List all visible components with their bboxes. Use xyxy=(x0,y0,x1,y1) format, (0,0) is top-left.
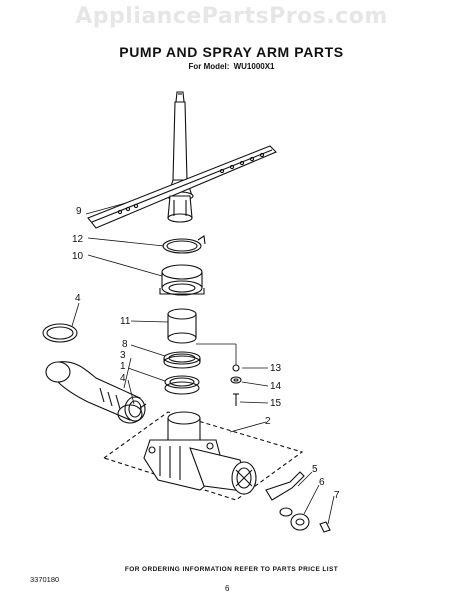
mounting-hardware xyxy=(230,364,242,406)
model-line: For Model: WU1000X1 xyxy=(0,62,463,71)
page-number: 6 xyxy=(225,584,230,593)
model-number: WU1000X1 xyxy=(233,62,275,71)
callout-label: 4 xyxy=(75,293,81,304)
motor-bracket xyxy=(265,471,305,501)
fitting xyxy=(279,507,331,533)
gasket-ring xyxy=(163,351,201,369)
model-prefix: For Model: xyxy=(188,62,230,71)
leader-lines xyxy=(71,202,335,525)
callout-label: 6 xyxy=(319,477,325,488)
ordering-note: FOR ORDERING INFORMATION REFER TO PARTS … xyxy=(124,566,339,573)
callout-label: 11 xyxy=(120,316,131,327)
callout-label: 5 xyxy=(312,464,318,475)
hose-clamp xyxy=(117,403,147,424)
callout-label: 1 xyxy=(120,361,126,372)
watermark: AppliancePartsPros.com xyxy=(75,4,388,29)
callout-labels: 9 12 10 4 11 8 3 1 4 13 14 15 2 5 6 7 xyxy=(72,206,340,501)
spray-arm-hub xyxy=(159,264,205,296)
callout-label: 14 xyxy=(270,381,282,392)
spray-arm-assembly xyxy=(87,91,277,229)
drain-hose xyxy=(45,361,146,422)
pump-motor-assembly xyxy=(102,411,304,501)
o-ring xyxy=(164,375,200,395)
callout-label: 8 xyxy=(122,339,128,350)
page-title: PUMP AND SPRAY ARM PARTS xyxy=(119,44,344,60)
callout-label: 13 xyxy=(270,363,282,374)
callout-label: 2 xyxy=(265,416,271,427)
callout-label: 12 xyxy=(72,234,84,245)
callout-label: 7 xyxy=(334,490,340,501)
callout-label: 4 xyxy=(120,373,126,384)
seal-ring xyxy=(162,235,206,254)
spray-arm-sleeve xyxy=(167,308,197,344)
diagram-part-number: 3370180 xyxy=(30,575,60,584)
callout-label: 10 xyxy=(72,251,84,262)
hose-gasket xyxy=(42,323,78,343)
callout-label: 3 xyxy=(120,350,126,361)
callout-label: 15 xyxy=(270,398,282,409)
callout-label: 9 xyxy=(76,206,82,217)
